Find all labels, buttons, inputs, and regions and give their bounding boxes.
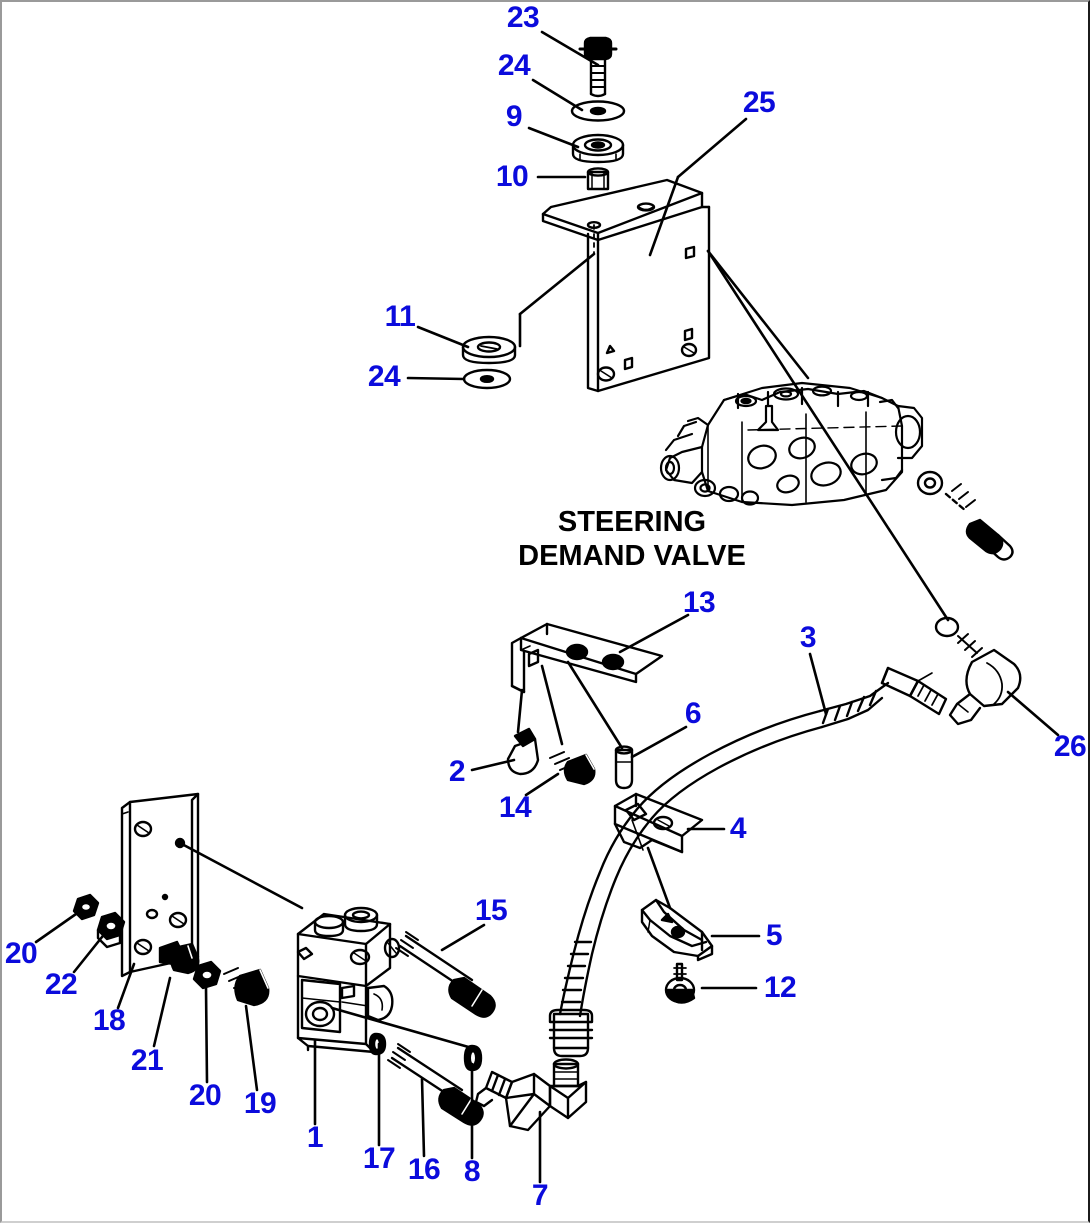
part-23-bolt — [578, 36, 618, 98]
callout-6[interactable]: 6 — [684, 697, 702, 730]
callout-11[interactable]: 11 — [384, 300, 416, 333]
part-12-bolt — [664, 962, 696, 1004]
part-4-hose-clamp-block — [613, 792, 704, 854]
callout-13[interactable]: 13 — [682, 586, 716, 619]
part-24-washer-lower — [462, 368, 512, 390]
part-18-mounting-plate — [120, 792, 200, 978]
callout-4[interactable]: 4 — [729, 812, 747, 845]
group-label-steering-demand-valve: STEERING DEMAND VALVE — [518, 506, 746, 572]
part-2-fitting — [506, 727, 540, 776]
callout-22[interactable]: 22 — [44, 968, 78, 1001]
callout-7[interactable]: 7 — [531, 1179, 549, 1212]
callout-16[interactable]: 16 — [407, 1153, 441, 1186]
callout-18[interactable]: 18 — [92, 1004, 126, 1037]
callout-24-b[interactable]: 24 — [367, 360, 401, 393]
part-15-long-bolt — [395, 931, 496, 1018]
part-13-clamp-bar — [510, 622, 664, 694]
part-25-mounting-bracket — [541, 178, 711, 393]
callout-3[interactable]: 3 — [799, 621, 817, 654]
part-21-stud-bolt — [158, 940, 200, 975]
callout-5[interactable]: 5 — [765, 919, 783, 952]
callout-8[interactable]: 8 — [463, 1155, 481, 1188]
part-19-bolt — [223, 967, 270, 1007]
part-20-lock-washer-right — [192, 960, 222, 990]
callout-2[interactable]: 2 — [448, 755, 466, 788]
callout-12[interactable]: 12 — [763, 971, 797, 1004]
part-26-elbow-fitting — [880, 616, 1022, 726]
callout-21[interactable]: 21 — [130, 1044, 164, 1077]
part-7-elbow-fitting — [474, 1058, 588, 1132]
part-20-lock-washer-left — [72, 893, 100, 921]
callout-26[interactable]: 26 — [1053, 730, 1087, 763]
part-6-pin — [614, 745, 634, 790]
part-22-nut — [96, 911, 126, 949]
part-1-valve-block — [296, 906, 401, 1054]
part-5-hose-bracket — [640, 898, 714, 962]
callout-9[interactable]: 9 — [505, 100, 523, 133]
callout-24-a[interactable]: 24 — [497, 49, 531, 82]
callout-15[interactable]: 15 — [474, 894, 508, 927]
part-3-hydraulic-hose — [548, 672, 933, 1058]
callout-17[interactable]: 17 — [362, 1142, 396, 1175]
part-10-spacer-bushing — [586, 167, 610, 191]
part-24-washer-top — [570, 100, 626, 122]
steering-demand-valve-body — [659, 381, 924, 507]
callout-23[interactable]: 23 — [506, 1, 540, 34]
part-17-seal-ring — [368, 1032, 387, 1056]
valve-port-bolt-upper — [916, 470, 1014, 561]
part-11-thick-washer — [461, 335, 517, 365]
callout-14[interactable]: 14 — [498, 791, 532, 824]
callout-leaders — [34, 30, 1060, 1184]
callout-10[interactable]: 10 — [495, 160, 529, 193]
callout-1[interactable]: 1 — [306, 1121, 324, 1154]
callout-19[interactable]: 19 — [243, 1087, 277, 1120]
callout-20-a[interactable]: 20 — [4, 937, 38, 970]
part-14-bolt — [549, 751, 596, 786]
callout-20-b[interactable]: 20 — [188, 1079, 222, 1112]
callout-25[interactable]: 25 — [742, 86, 776, 119]
part-9-rubber-mount — [571, 133, 625, 164]
